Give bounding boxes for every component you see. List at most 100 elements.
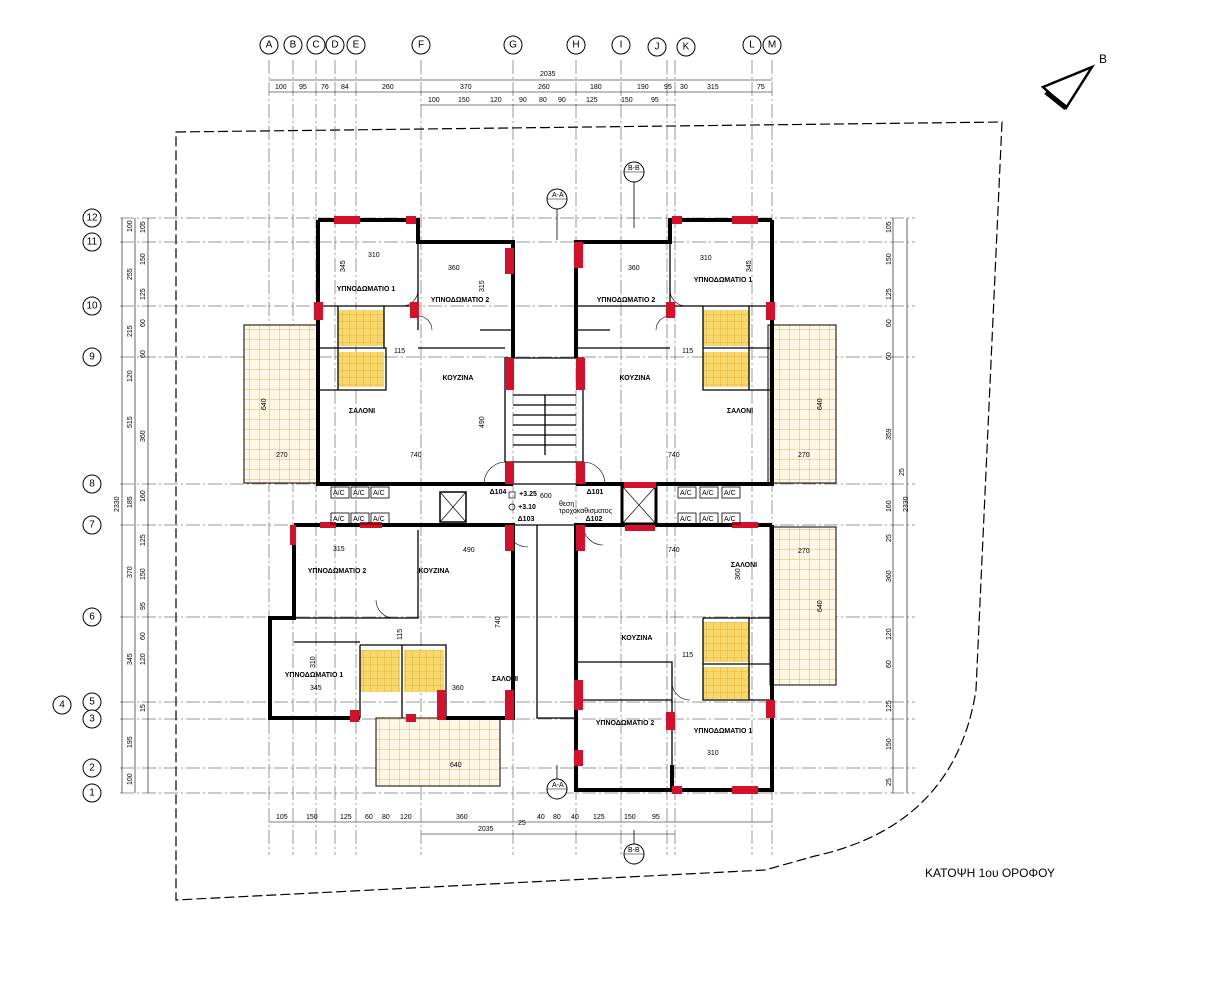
room-label-kitchen-tl: ΚΟΥΖΙΝΑ [443, 375, 474, 382]
svg-text:360: 360 [628, 265, 640, 272]
dimensions-top: 2035 100 95 76 84 260 370 260 180 190 95… [269, 71, 772, 106]
svg-text:11: 11 [87, 237, 98, 248]
svg-text:90: 90 [558, 97, 566, 104]
svg-text:515: 515 [127, 416, 134, 428]
axis-marker-11: 11 [82, 232, 102, 252]
svg-text:150: 150 [458, 97, 470, 104]
svg-text:740: 740 [668, 547, 680, 554]
svg-text:125: 125 [340, 814, 352, 821]
svg-text:120: 120 [886, 628, 893, 640]
svg-text:740: 740 [668, 452, 680, 459]
svg-text:2035: 2035 [478, 826, 494, 833]
axis-marker-f: F [411, 35, 431, 55]
section-marker-a-bottom: A-A [546, 765, 568, 800]
svg-text:310: 310 [368, 252, 380, 259]
svg-text:215: 215 [127, 325, 134, 337]
svg-text:120: 120 [490, 97, 502, 104]
svg-text:190: 190 [637, 84, 649, 91]
svg-text:60: 60 [140, 632, 147, 640]
svg-text:A/C: A/C [702, 490, 714, 497]
svg-text:30: 30 [680, 84, 688, 91]
axis-marker-i: I [611, 35, 631, 55]
svg-text:360: 360 [140, 430, 147, 442]
room-label-living-bl: ΣΑΛΟΝΙ [492, 676, 518, 683]
room-label-bedroom1-bl: ΥΠΝΟΔΩΜΑΤΙΟ 1 [285, 672, 344, 679]
balconies: 640 270 640 270 640 640 270 [243, 324, 837, 787]
svg-text:150: 150 [140, 253, 147, 265]
svg-text:360: 360 [735, 568, 742, 580]
axis-marker-c: C [306, 35, 326, 55]
svg-text:5: 5 [89, 697, 95, 708]
svg-text:125: 125 [140, 534, 147, 546]
svg-text:740: 740 [410, 452, 422, 459]
svg-text:640: 640 [261, 398, 268, 410]
svg-text:25: 25 [886, 534, 893, 542]
dimensions-right: 2330 105 150 125 60 60 359 160 25 360 12… [886, 218, 910, 793]
svg-text:6: 6 [89, 612, 95, 623]
svg-text:40: 40 [571, 814, 579, 821]
svg-text:125: 125 [593, 814, 605, 821]
svg-text:125: 125 [886, 700, 893, 712]
svg-text:3: 3 [89, 714, 95, 725]
svg-text:I: I [620, 40, 623, 51]
room-labels: ΥΠΝΟΔΩΜΑΤΙΟ 1 ΥΠΝΟΔΩΜΑΤΙΟ 2 ΚΟΥΖΙΝΑ ΣΑΛΟ… [285, 277, 757, 735]
svg-text:25: 25 [886, 778, 893, 786]
axis-marker-10: 10 [82, 296, 102, 316]
balcony-bottom-left [375, 717, 501, 787]
svg-text:A/C: A/C [724, 516, 736, 523]
axis-marker-7: 7 [82, 515, 102, 535]
svg-text:360: 360 [448, 265, 460, 272]
svg-text:105: 105 [140, 221, 147, 233]
apartment-label-d104: Δ104 [490, 489, 507, 496]
svg-text:370: 370 [460, 84, 472, 91]
svg-text:640: 640 [450, 762, 462, 769]
apartment-label-d102: Δ102 [586, 516, 603, 523]
svg-text:80: 80 [553, 814, 561, 821]
svg-text:370: 370 [127, 566, 134, 578]
axis-marker-6: 6 [82, 607, 102, 627]
svg-text:360: 360 [456, 814, 468, 821]
svg-text:B-B: B-B [628, 165, 640, 172]
svg-text:115: 115 [682, 652, 693, 659]
level-upper: +3.25 [519, 491, 537, 498]
svg-text:76: 76 [321, 84, 329, 91]
svg-text:B: B [290, 40, 297, 51]
svg-text:A/C: A/C [373, 516, 385, 523]
svg-text:60: 60 [140, 350, 147, 358]
svg-text:150: 150 [886, 738, 893, 750]
dimensions-bottom: 105 150 125 60 80 120 360 25 40 80 40 12… [269, 814, 772, 835]
lift-note-2: τροχοκαθισματος [559, 508, 613, 515]
svg-text:100: 100 [275, 84, 287, 91]
room-label-bedroom2-br: ΥΠΝΟΔΩΜΑΤΙΟ 2 [596, 720, 655, 727]
room-label-bedroom1-tr: ΥΠΝΟΔΩΜΑΤΙΟ 1 [694, 277, 753, 284]
axis-marker-3: 3 [82, 709, 102, 729]
balcony-bottom-right [769, 526, 837, 686]
svg-text:J: J [655, 42, 660, 53]
svg-text:A/C: A/C [724, 490, 736, 497]
svg-text:95: 95 [140, 602, 147, 610]
axis-marker-b: B [283, 35, 303, 55]
svg-text:125: 125 [586, 97, 598, 104]
north-arrow-icon: B [1040, 52, 1107, 110]
level-lower: +3.10 [518, 504, 536, 511]
svg-text:75: 75 [757, 84, 765, 91]
svg-text:7: 7 [89, 520, 95, 531]
svg-text:F: F [418, 40, 424, 51]
svg-text:345: 345 [127, 653, 134, 665]
svg-text:25: 25 [518, 820, 526, 827]
dimensions-left: 2330 100 255 215 120 515 185 370 345 195… [114, 218, 149, 793]
svg-text:A/C: A/C [353, 490, 365, 497]
svg-text:359: 359 [886, 428, 893, 440]
svg-text:315: 315 [707, 84, 719, 91]
apartment-label-d103: Δ103 [518, 516, 535, 523]
svg-text:A-A: A-A [552, 782, 564, 789]
svg-text:9: 9 [89, 352, 95, 363]
axis-marker-e: E [346, 35, 366, 55]
section-marker-b-top: B-B [623, 161, 645, 228]
svg-text:D: D [331, 40, 338, 51]
svg-text:150: 150 [621, 97, 633, 104]
svg-text:95: 95 [299, 84, 307, 91]
axis-marker-j: J [647, 37, 667, 57]
svg-text:60: 60 [140, 319, 147, 327]
svg-text:84: 84 [341, 84, 349, 91]
